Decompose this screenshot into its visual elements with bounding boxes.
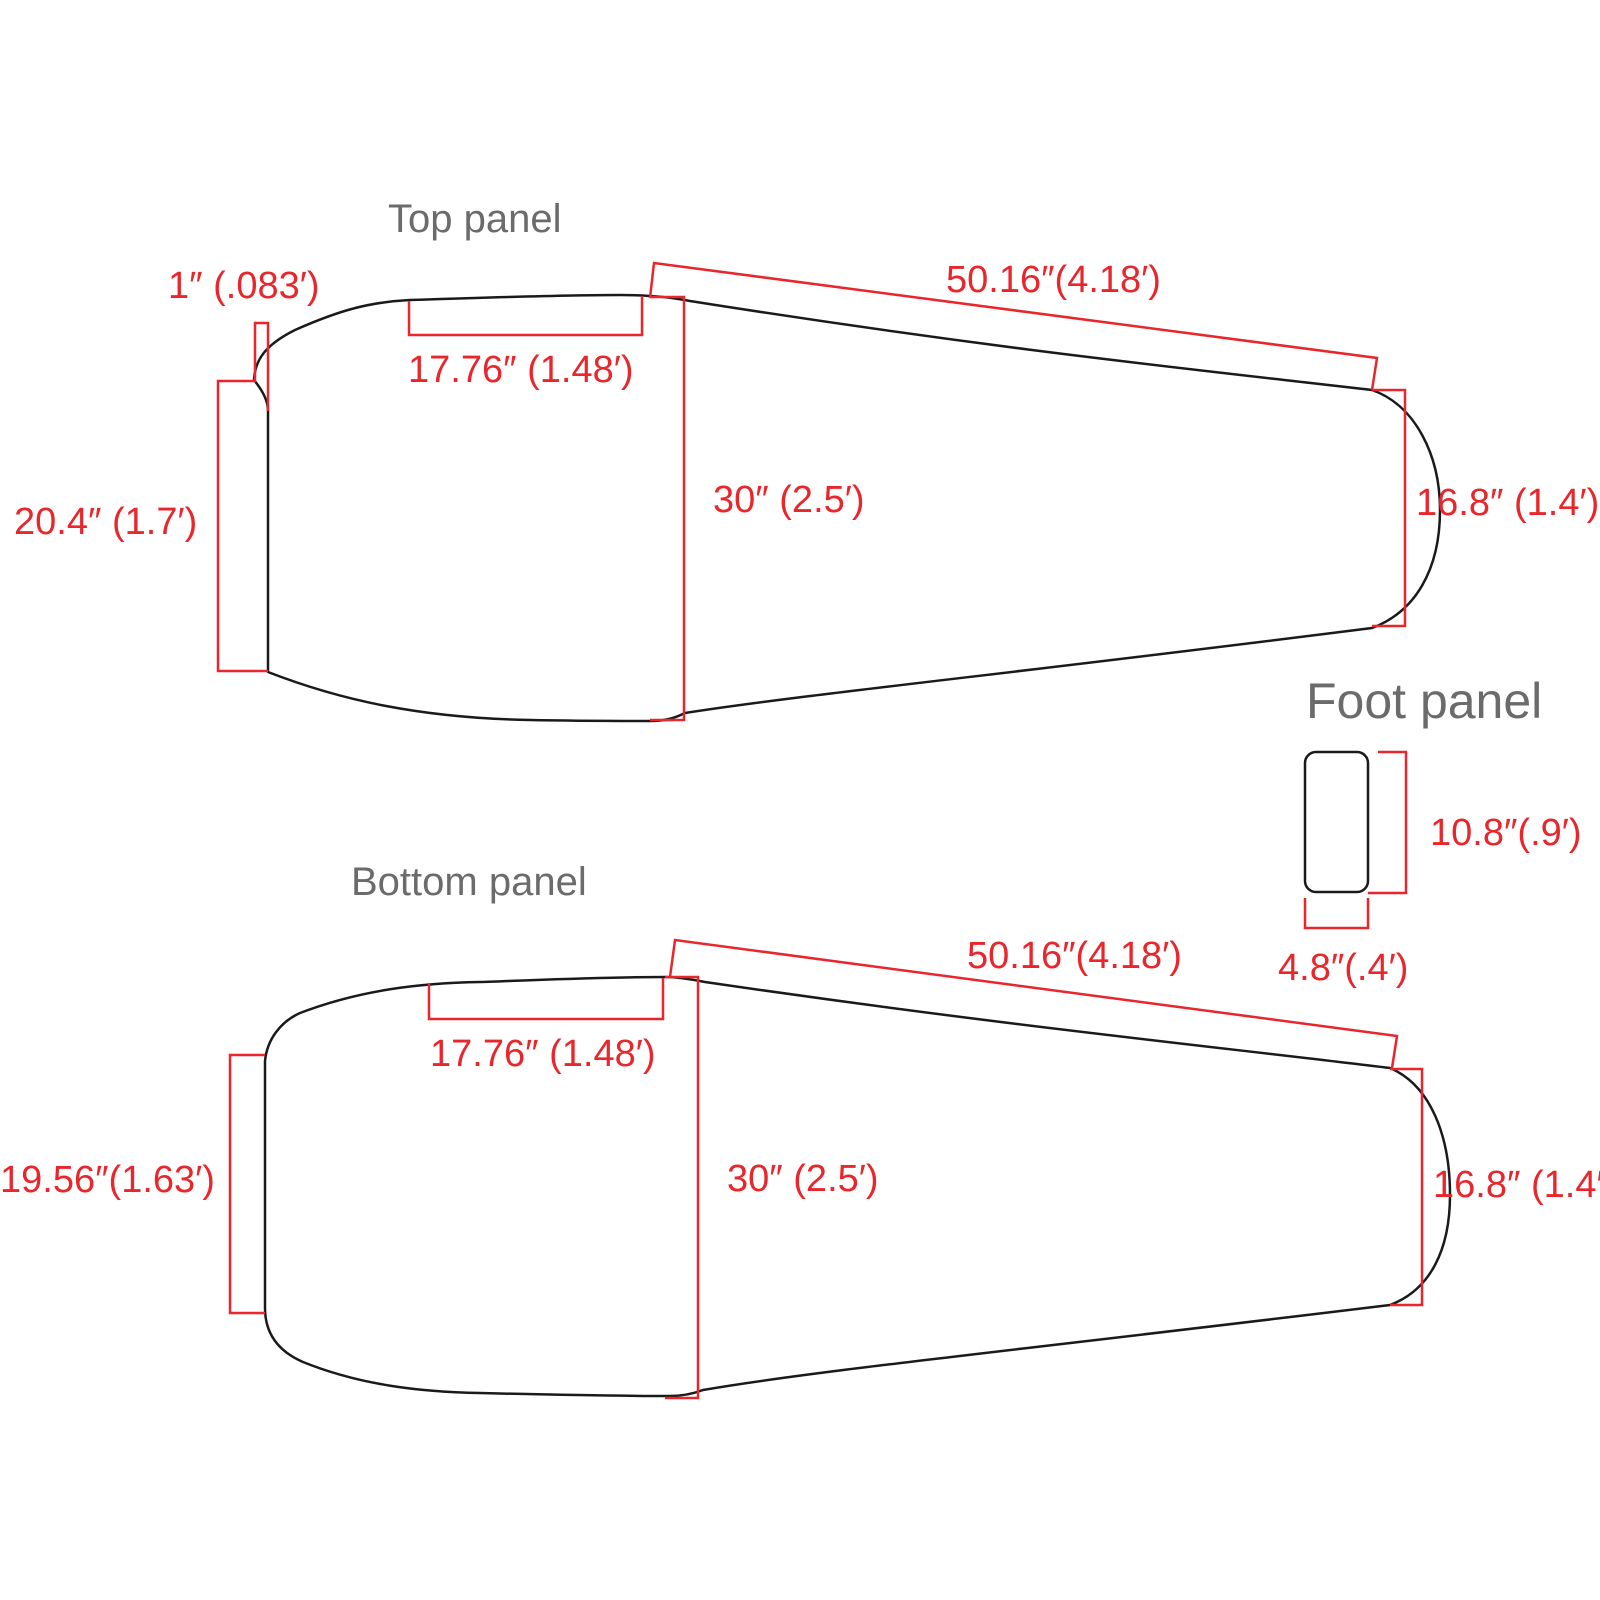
foot-panel-outline <box>1303 750 1370 894</box>
foot-height-bracket <box>1368 750 1408 895</box>
top-notch-bracket <box>253 321 270 411</box>
top-head-flat-bracket <box>407 296 644 337</box>
top-shoulder-bracket <box>650 295 686 722</box>
bottom-head-flat-label: 17.76″ (1.48′) <box>430 1033 656 1075</box>
top-taper-bracket <box>648 261 1379 391</box>
top-taper-label: 50.16″(4.18′) <box>946 259 1161 301</box>
bottom-head-width-bracket <box>228 1053 265 1315</box>
bottom-panel-outline <box>263 975 1452 1398</box>
bottom-shoulder-label: 30″ (2.5′) <box>727 1158 879 1200</box>
bottom-panel: Bottom panel 17.76″ (1.48′) 50.16″(4.18′… <box>0 860 1600 1400</box>
bottom-panel-title: Bottom panel <box>351 860 587 904</box>
foot-width-label: 4.8″(.4′) <box>1278 947 1408 989</box>
top-panel-title: Top panel <box>388 197 561 241</box>
bottom-foot-label: 16.8″ (1.4′) <box>1433 1164 1600 1206</box>
bottom-taper-bracket <box>668 938 1399 1069</box>
top-head-flat-label: 17.76″ (1.48′) <box>408 349 634 391</box>
bottom-taper-label: 50.16″(4.18′) <box>967 935 1182 977</box>
bottom-shoulder-bracket <box>665 975 700 1400</box>
top-foot-label: 16.8″ (1.4′) <box>1416 482 1599 524</box>
foot-panel-title: Foot panel <box>1306 673 1542 729</box>
top-head-width-bracket <box>216 379 268 673</box>
top-shoulder-label: 30″ (2.5′) <box>713 479 865 521</box>
top-notch-label: 1″ (.083′) <box>168 265 320 307</box>
bottom-head-flat-bracket <box>427 978 665 1021</box>
top-foot-bracket <box>1372 388 1407 628</box>
top-panel-outline <box>252 293 1442 723</box>
top-head-width-label: 20.4″ (1.7′) <box>14 501 197 543</box>
bottom-foot-bracket <box>1390 1067 1424 1307</box>
foot-width-bracket <box>1303 898 1370 930</box>
foot-height-label: 10.8″(.9′) <box>1430 812 1582 854</box>
foot-panel: Foot panel 10.8″(.9′) 4.8″(.4′) <box>1278 673 1582 989</box>
top-panel: Top panel 1″ (.083′) 17.76″ (1.48′) 50.1… <box>14 197 1599 723</box>
bottom-head-width-label: 19.56″(1.63′) <box>0 1159 215 1201</box>
